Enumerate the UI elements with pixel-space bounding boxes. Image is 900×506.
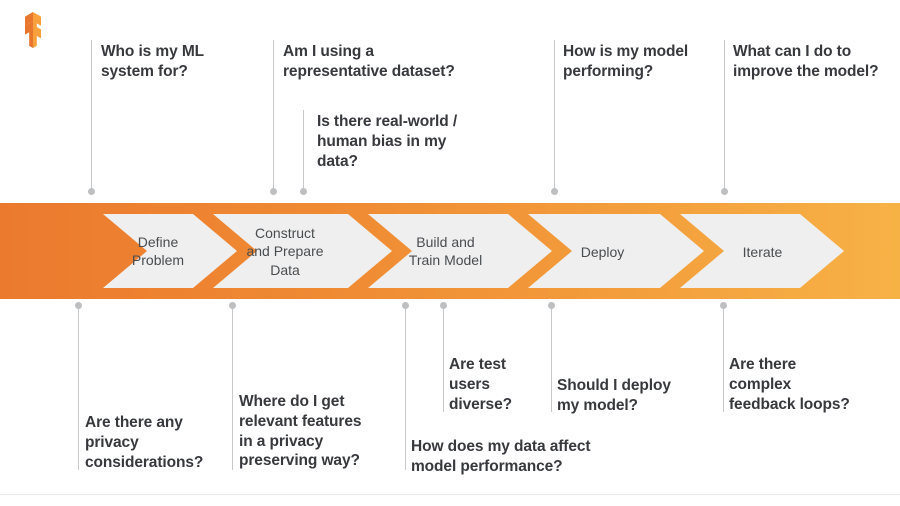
chevron-construct-data <box>213 214 392 288</box>
stage-label-iterate: Iterate <box>742 244 783 260</box>
leader-line-data-affect-performance <box>405 305 406 470</box>
leader-dot-real-world-human-bias <box>300 188 307 195</box>
callout-data-affect-performance: How does my data affect model performanc… <box>411 438 591 475</box>
chevron-build-train-model <box>368 214 552 288</box>
chevron-iterate <box>680 214 844 288</box>
leader-dot-model-performing <box>551 188 558 195</box>
leader-dot-should-i-deploy <box>548 302 555 309</box>
leader-line-representative-dataset <box>273 40 274 192</box>
leader-line-privacy-preserving-features <box>232 305 233 470</box>
callout-representative-dataset: Am I using a representative dataset? <box>283 43 455 80</box>
chevron-deploy <box>528 214 704 288</box>
chevron-define-problem <box>103 214 237 288</box>
leader-line-real-world-human-bias <box>303 110 304 192</box>
callout-test-users-diverse: Are test users diverse? <box>449 356 512 413</box>
leader-dot-privacy-preserving-features <box>229 302 236 309</box>
callout-improve-the-model: What can I do to improve the model? <box>733 43 879 80</box>
leader-line-model-performing <box>554 40 555 192</box>
callout-model-performing: How is my model performing? <box>563 43 689 80</box>
footer-divider <box>0 494 900 495</box>
callout-privacy-preserving-features: Where do I get relevant features in a pr… <box>239 393 362 470</box>
stage-label-deploy: Deploy <box>580 244 625 260</box>
leader-line-who-is-system-for <box>91 40 92 192</box>
callout-who-is-system-for: Who is my ML system for? <box>101 43 204 80</box>
leader-dot-privacy-considerations <box>75 302 82 309</box>
leader-line-test-users-diverse <box>443 305 444 412</box>
leader-line-complex-feedback-loops <box>723 305 724 412</box>
leader-dot-complex-feedback-loops <box>720 302 727 309</box>
leader-line-privacy-considerations <box>78 305 79 470</box>
leader-dot-improve-the-model <box>721 188 728 195</box>
callout-should-i-deploy: Should I deploy my model? <box>557 377 671 414</box>
stage-label-define-problem: Define Problem <box>131 234 185 269</box>
leader-dot-test-users-diverse <box>440 302 447 309</box>
stage-label-construct-data: Construct and Prepare Data <box>246 225 324 278</box>
callout-complex-feedback-loops: Are there complex feedback loops? <box>729 356 850 413</box>
leader-line-should-i-deploy <box>551 305 552 412</box>
leader-line-improve-the-model <box>724 40 725 192</box>
tensorflow-logo-glyph <box>25 12 41 48</box>
stage-label-build-train-model: Build and Train Model <box>408 234 483 269</box>
leader-dot-data-affect-performance <box>402 302 409 309</box>
leader-dot-representative-dataset <box>270 188 277 195</box>
leader-dot-who-is-system-for <box>88 188 95 195</box>
tensorflow-logo <box>12 8 54 50</box>
pipeline-banner: Define Problem Construct and Prepare Dat… <box>0 203 900 299</box>
callout-privacy-considerations: Are there any privacy considerations? <box>85 414 204 471</box>
callout-real-world-human-bias: Is there real-world / human bias in my d… <box>317 113 458 170</box>
